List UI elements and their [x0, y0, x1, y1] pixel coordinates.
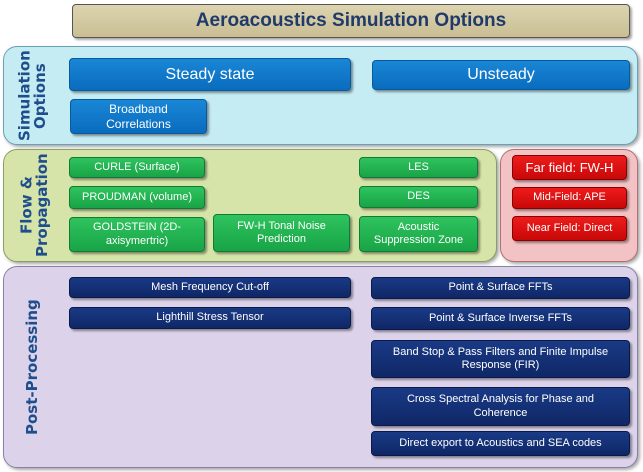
unsteady-box: Unsteady	[372, 60, 630, 90]
point-surface-fft-box: Point & Surface FFTs	[371, 277, 630, 299]
filters-fir-box: Band Stop & Pass Filters and Finite Impu…	[371, 340, 630, 378]
diagram-title: Aeroacoustics Simulation Options	[72, 4, 630, 38]
cross-spectral-box: Cross Spectral Analysis for Phase and Co…	[371, 387, 630, 426]
near-field-box: Near Field: Direct	[512, 216, 627, 241]
des-box: DES	[359, 186, 478, 208]
broadband-correlations-box: Broadband Correlations	[70, 99, 207, 134]
lighthill-box: Lighthill Stress Tensor	[69, 307, 351, 329]
steady-state-box: Steady state	[69, 58, 351, 91]
flow-propagation-label: Flow & Propagation	[17, 153, 51, 257]
post-processing-label: Post-Processing	[23, 299, 42, 435]
direct-export-box: Direct export to Acoustics and SEA codes	[371, 431, 630, 456]
far-field-box: Far field: FW-H	[512, 155, 627, 180]
simulation-options-label: Simulation Options	[15, 50, 49, 142]
curle-box: CURLE (Surface)	[69, 157, 205, 178]
mesh-frequency-box: Mesh Frequency Cut-off	[69, 277, 351, 298]
acoustic-suppression-box: Acoustic Suppression Zone	[359, 216, 478, 252]
mid-field-box: Mid-Field: APE	[512, 187, 627, 209]
goldstein-box: GOLDSTEIN (2D-axisymertric)	[69, 217, 205, 252]
inverse-fft-box: Point & Surface Inverse FFTs	[371, 307, 630, 330]
proudman-box: PROUDMAN (volume)	[69, 186, 205, 209]
fwh-tonal-box: FW-H Tonal Noise Prediction	[213, 214, 350, 252]
les-box: LES	[359, 157, 478, 178]
